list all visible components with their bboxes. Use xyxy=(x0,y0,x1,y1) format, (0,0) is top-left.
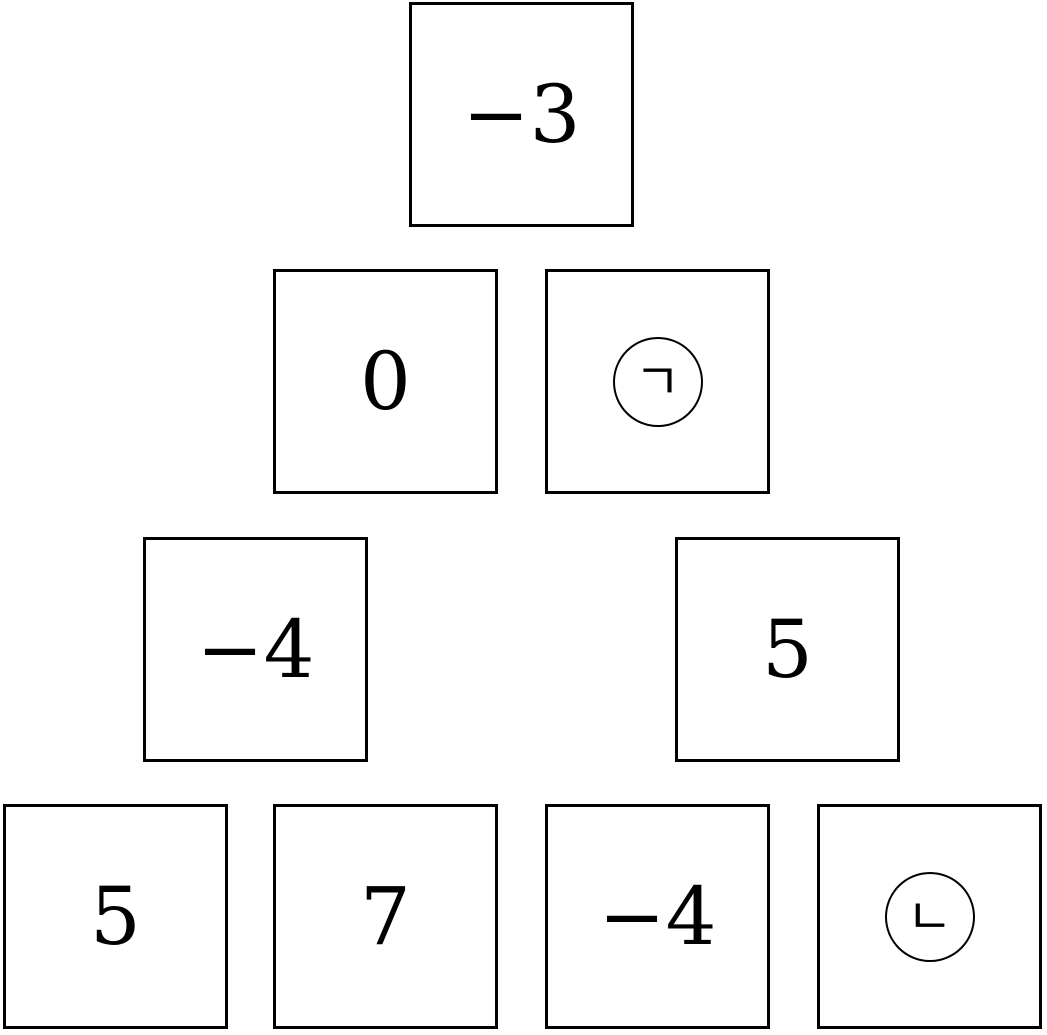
pyramid-cell-row3-left: −4 xyxy=(143,537,368,762)
pyramid-cell-row2-right: ㄱ xyxy=(545,269,770,494)
pyramid-cell-row4-3: −4 xyxy=(545,804,770,1029)
pyramid-cell-top: −3 xyxy=(409,2,634,227)
cell-value: 5 xyxy=(762,602,813,696)
cell-value: 5 xyxy=(90,869,141,963)
pyramid-cell-row4-4: ㄴ xyxy=(817,804,1042,1029)
cell-value: −3 xyxy=(462,67,581,161)
cell-value: −4 xyxy=(196,602,315,696)
pyramid-cell-row3-right: 5 xyxy=(675,537,900,762)
cell-value: 0 xyxy=(360,334,411,428)
pyramid-cell-row4-2: 7 xyxy=(273,804,498,1029)
circled-label-nieun: ㄴ xyxy=(884,871,975,962)
circled-label-giyeok: ㄱ xyxy=(612,336,703,427)
cell-value: 7 xyxy=(360,869,411,963)
cell-value: −4 xyxy=(598,869,717,963)
pyramid-cell-row2-left: 0 xyxy=(273,269,498,494)
pyramid-cell-row4-1: 5 xyxy=(3,804,228,1029)
